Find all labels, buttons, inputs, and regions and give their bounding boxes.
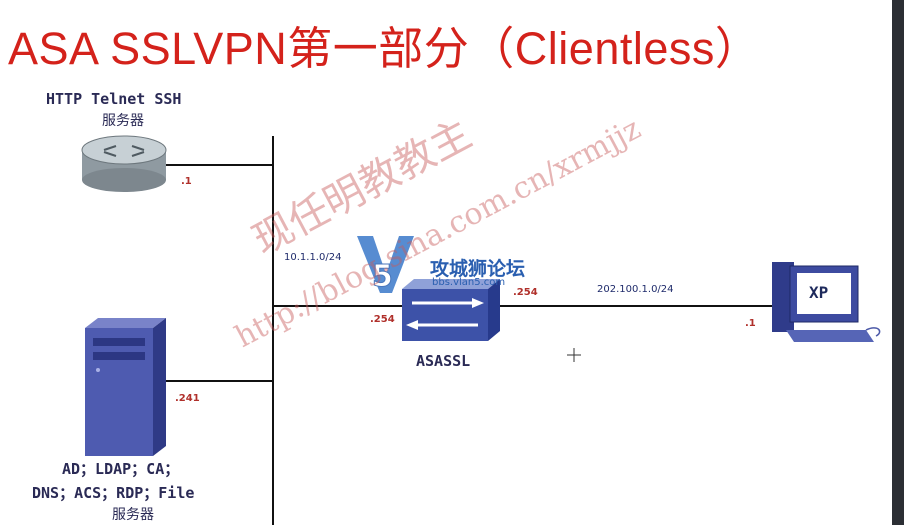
window-edge [892, 0, 904, 525]
router-ip: .1 [181, 176, 192, 187]
router-icon [81, 135, 167, 192]
slide-title: ASA SSLVPN第一部分（Clientless） [8, 23, 761, 74]
inside-network-label: 10.1.1.0/24 [284, 252, 342, 263]
asa-outside-ip: .254 [513, 287, 538, 298]
server-label-line2: DNS；ACS；RDP；File [32, 484, 195, 502]
svg-text:5: 5 [372, 259, 393, 294]
client-name: XP [809, 283, 829, 302]
asa-name: ASASSL [416, 352, 471, 370]
server-tower-icon [85, 318, 166, 456]
server-ip: .241 [175, 393, 200, 404]
client-ip: .1 [745, 318, 756, 329]
logo-name: 攻城狮论坛 [430, 258, 526, 280]
v5-logo-icon: 5 [357, 236, 414, 295]
server-label-line3: 服务器 [112, 507, 154, 523]
router-server-label: HTTP Telnet SSH [46, 90, 182, 108]
server-label-line1: AD；LDAP；CA； [62, 460, 180, 478]
pc-workstation-icon [772, 262, 881, 342]
outside-network-label: 202.100.1.0/24 [597, 284, 674, 295]
asa-firewall-icon [402, 279, 500, 341]
asa-inside-ip: .254 [370, 314, 395, 325]
router-server-sublabel: 服务器 [102, 113, 144, 129]
logo-domain: bbs.vlan5.com [432, 277, 506, 288]
crosshair-cursor [567, 348, 581, 362]
